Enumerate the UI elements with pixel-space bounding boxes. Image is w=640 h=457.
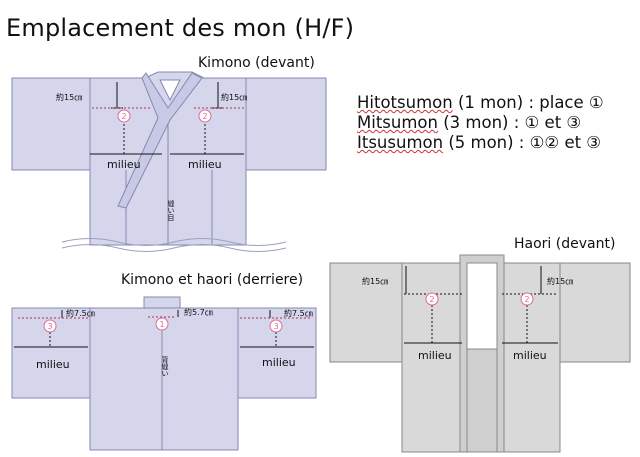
legend-term: Mitsumon <box>357 113 438 132</box>
dimension-label: 約15㎝ <box>362 276 388 286</box>
mon-mark-3 <box>269 319 283 333</box>
haori-opening <box>466 262 498 350</box>
legend-term: Hitotsumon <box>357 93 453 112</box>
milieu-label: milieu <box>107 158 141 171</box>
mon-mark-label: 2 <box>429 295 434 304</box>
mon-mark-2 <box>198 109 212 123</box>
seam-label: 縫い目 <box>167 199 175 222</box>
dimension-label: 約7.5㎝ <box>66 308 95 318</box>
back-diagram: 3 1 3 約7.5㎝ 約5.7㎝ 約7.5㎝ milieu milieu 背縫… <box>11 296 317 451</box>
mon-mark-label: 2 <box>524 295 529 304</box>
dimension-label: 約5.7㎝ <box>184 307 213 317</box>
legend-item-mitsumon: Mitsumon (3 mon) : ① et ③ <box>357 113 581 132</box>
mon-mark-label: 1 <box>159 320 164 329</box>
milieu-label: milieu <box>36 358 70 371</box>
mon-mark-label: 2 <box>202 112 207 121</box>
caption-haori-front: Haori (devant) <box>514 236 616 252</box>
kimono-front-diagram: 2 2 約15㎝ 約15㎝ milieu milieu 縫い目 <box>11 71 327 252</box>
caption-kimono-front: Kimono (devant) <box>198 55 315 71</box>
legend-text: (3 mon) : ① et ③ <box>437 113 582 132</box>
legend-text: (5 mon) : ①② et ③ <box>443 133 602 152</box>
seam-label: 背縫い <box>161 355 169 377</box>
caption-back: Kimono et haori (derriere) <box>121 272 304 288</box>
milieu-label: milieu <box>262 356 296 369</box>
legend-text: (1 mon) : place ① <box>452 93 604 112</box>
collar-back <box>143 296 181 310</box>
legend-term: Itsusumon <box>357 133 444 152</box>
haori-front-diagram: 2 2 約15㎝ 約15㎝ milieu milieu <box>329 254 631 453</box>
back-body <box>11 307 317 451</box>
mon-mark-2 <box>520 292 534 306</box>
dimension-label: 約15㎝ <box>56 92 82 102</box>
dimension-label: 約15㎝ <box>221 92 247 102</box>
page-title: Emplacement des mon (H/F) <box>6 14 355 42</box>
mon-mark-label: 2 <box>121 112 126 121</box>
mon-mark-3 <box>43 319 57 333</box>
legend-item-hitotsumon: Hitotsumon (1 mon) : place ① <box>357 93 604 112</box>
neck-opening <box>159 79 181 102</box>
dimension-label: 約15㎝ <box>547 276 573 286</box>
mon-mark-2 <box>117 109 131 123</box>
legend-item-itsusumon: Itsusumon (5 mon) : ①② et ③ <box>357 133 601 152</box>
wave <box>61 238 287 246</box>
collar <box>117 72 203 209</box>
milieu-label: milieu <box>188 158 222 171</box>
dimension-label: 約7.5㎝ <box>284 308 313 318</box>
milieu-label: milieu <box>513 349 547 362</box>
mon-mark-label: 3 <box>47 322 52 331</box>
mon-mark-label: 3 <box>273 322 278 331</box>
mon-mark-2 <box>425 292 439 306</box>
mon-mark-1 <box>155 317 169 331</box>
wave <box>61 244 287 252</box>
milieu-label: milieu <box>418 349 452 362</box>
